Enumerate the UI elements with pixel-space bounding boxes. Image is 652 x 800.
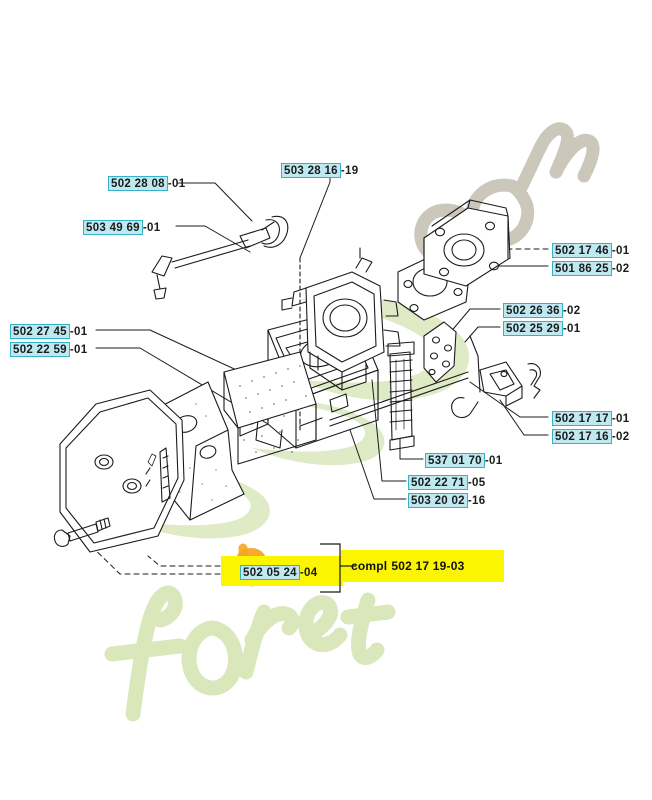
part-number-suffix: -16: [467, 495, 486, 507]
compl-part-number: 502 17 19-03: [391, 559, 465, 573]
part-number-highlight: 503 20 02: [408, 493, 468, 508]
inlet-manifold-part: [423, 199, 511, 287]
part-number-suffix: -01: [69, 344, 88, 356]
part-number-highlight: 502 17 46: [552, 243, 612, 258]
part-number-highlight: 502 22 59: [10, 342, 70, 357]
part-label-502-17-46[interactable]: 502 17 46-01: [552, 243, 629, 258]
part-label-503-20-02[interactable]: 503 20 02-16: [408, 493, 485, 508]
carburettor-part: [281, 247, 401, 391]
part-number-suffix: -01: [562, 323, 581, 335]
part-number-highlight: 502 28 08: [108, 176, 168, 191]
part-label-502-25-29[interactable]: 502 25 29-01: [503, 321, 580, 336]
part-number-suffix: -01: [69, 326, 88, 338]
part-number-suffix: -02: [562, 305, 581, 317]
part-label-502-27-45[interactable]: 502 27 45-01: [10, 324, 87, 339]
part-label-503-49-69[interactable]: 503 49 69-01: [83, 220, 160, 235]
part-number-suffix: -01: [611, 413, 630, 425]
compl-label: compl: [351, 559, 388, 573]
part-label-503-28-16[interactable]: 503 28 16-19: [281, 163, 358, 178]
part-label-502-28-08[interactable]: 502 28 08-01: [108, 176, 185, 191]
throttle-rod-part: [151, 215, 289, 300]
part-number-suffix: -01: [484, 455, 503, 467]
part-label-501-86-25[interactable]: 501 86 25-02: [552, 261, 629, 276]
part-number-highlight: 501 86 25: [552, 261, 612, 276]
small-gasket-part: [423, 321, 457, 383]
compl-assembly-box: compl 502 17 19-03: [341, 550, 504, 582]
part-number-suffix: -02: [611, 431, 630, 443]
part-label-502-17-16[interactable]: 502 17 16-02: [552, 429, 629, 444]
clip-part: [527, 363, 541, 399]
part-label-537-01-70[interactable]: 537 01 70-01: [425, 453, 502, 468]
part-number-suffix: -01: [611, 245, 630, 257]
part-label-502-22-71[interactable]: 502 22 71-05: [408, 475, 485, 490]
part-label-502-05-24[interactable]: 502 05 24-04: [240, 565, 317, 580]
part-number-highlight: 503 49 69: [83, 220, 143, 235]
air-filter-cover-part: [59, 389, 185, 553]
throttle-link-wire-part: [451, 335, 481, 419]
part-number-highlight: 502 05 24: [240, 565, 300, 580]
link-rod-part: [329, 371, 469, 427]
part-number-suffix: -01: [167, 178, 186, 190]
bracket-part: [479, 361, 523, 407]
part-number-highlight: 502 25 29: [503, 321, 563, 336]
cover-knob-part: [53, 517, 111, 547]
part-number-suffix: -04: [299, 567, 318, 579]
part-number-highlight: 502 22 71: [408, 475, 468, 490]
part-number-highlight: 502 17 17: [552, 411, 612, 426]
filter-element-part: [223, 351, 317, 465]
watermark-foret-icon: [104, 585, 396, 722]
part-number-suffix: -05: [467, 477, 486, 489]
part-number-highlight: 502 27 45: [10, 324, 70, 339]
part-number-suffix: -01: [142, 222, 161, 234]
part-number-highlight: 503 28 16: [281, 163, 341, 178]
part-number-highlight: 502 17 16: [552, 429, 612, 444]
part-label-502-17-17[interactable]: 502 17 17-01: [552, 411, 629, 426]
part-number-suffix: -02: [611, 263, 630, 275]
part-label-502-22-59[interactable]: 502 22 59-01: [10, 342, 87, 357]
part-number-highlight: 537 01 70: [425, 453, 485, 468]
part-number-highlight: 502 26 36: [503, 303, 563, 318]
part-label-502-26-36[interactable]: 502 26 36-02: [503, 303, 580, 318]
part-number-suffix: -19: [340, 165, 359, 177]
bellows-boot-part: [387, 341, 415, 451]
